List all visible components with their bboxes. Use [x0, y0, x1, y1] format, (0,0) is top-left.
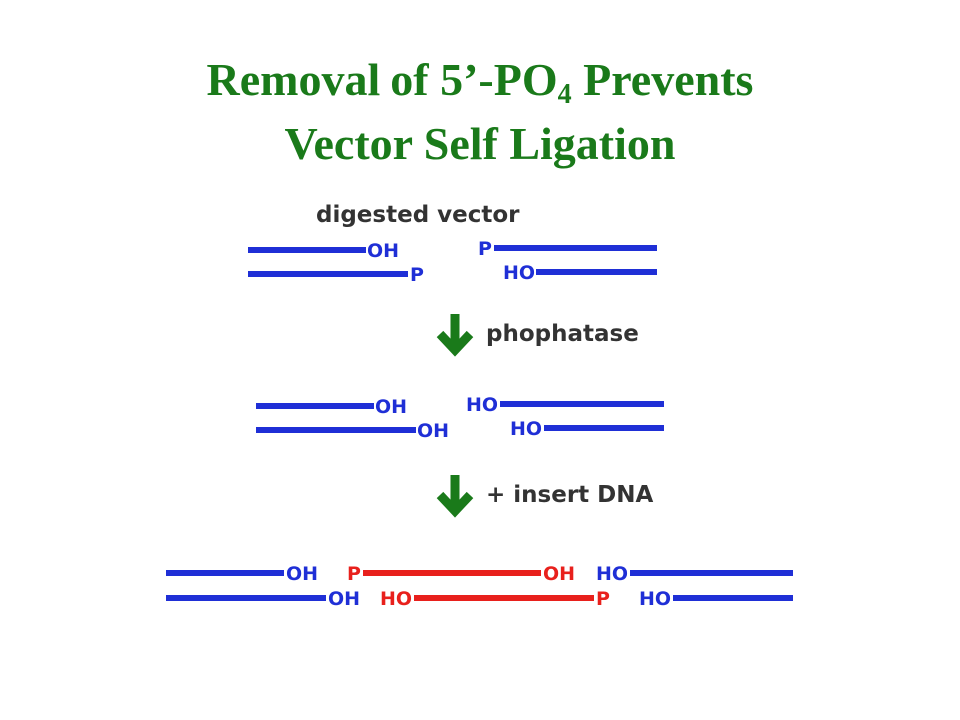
insert-dna-step-label: + insert DNA [486, 482, 654, 508]
stage3-vector-right-top-ho: HO [596, 563, 628, 585]
title-fragment-phosphate: of 5’-PO [390, 54, 558, 105]
stage1-right-top-p: P [478, 238, 492, 260]
title-word-prevents: Prevents [583, 54, 754, 105]
digested-vector-label: digested vector [316, 202, 520, 228]
stage3-vector-left-top-oh: OH [286, 563, 318, 585]
stage3-insert-bottom-p: P [596, 588, 610, 610]
stage2-right-bottom-ho: HO [510, 418, 542, 440]
stage2-left-top-oh: OH [375, 396, 407, 418]
slide-title-line-2: Vector Self Ligation [284, 118, 676, 169]
stage3-insert-bottom-ho: HO [380, 588, 412, 610]
title-subscript-4: 4 [557, 79, 572, 110]
stage2-left-bottom-oh: OH [417, 420, 449, 442]
phosphatase-step-label: phophatase [486, 321, 639, 347]
stage3-vector-right-bottom-ho: HO [639, 588, 671, 610]
stage1-left-bottom-p: P [410, 264, 424, 286]
down-arrow-icon [436, 475, 474, 518]
stage1-left-top-oh: OH [367, 240, 399, 262]
stage1-right-bottom-ho: HO [503, 262, 535, 284]
stage3-vector-left-bottom-oh: OH [328, 588, 360, 610]
title-word-removal: Removal [206, 54, 381, 105]
stage2-right-top-ho: HO [466, 394, 498, 416]
stage3-insert-top-p: P [347, 563, 361, 585]
stage3-insert-top-oh: OH [543, 563, 575, 585]
down-arrow-icon [436, 314, 474, 357]
